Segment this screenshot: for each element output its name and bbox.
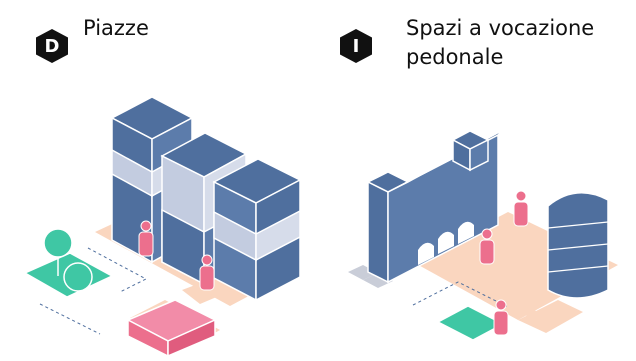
hexagon-badge-icon: D <box>36 29 68 63</box>
rounded-building <box>547 192 609 299</box>
gray-tile <box>363 273 393 288</box>
title-line: Piazze <box>83 16 149 40</box>
title-line: pedonale <box>406 45 504 69</box>
piazze-illustration <box>23 96 302 358</box>
tree-icon <box>63 262 93 292</box>
panel-title: Piazze <box>83 14 149 43</box>
tree-icon <box>43 228 73 258</box>
person-figure-icon <box>199 254 215 291</box>
gray-tile <box>348 265 378 280</box>
panel-title: Spazi a vocazione pedonale <box>406 14 594 72</box>
dashed-line <box>87 247 148 293</box>
person-figure-icon <box>493 299 509 336</box>
badge-letter: I <box>352 35 360 57</box>
person-figure-icon <box>479 228 495 265</box>
person-figure-icon <box>138 220 154 257</box>
hexagon-badge-icon: I <box>340 29 372 63</box>
dashed-line <box>39 303 101 335</box>
spazi-illustration <box>348 129 618 341</box>
person-figure-icon <box>513 190 529 227</box>
panel-piazze: D Piazze <box>23 14 302 358</box>
panel-spazi-pedonali: I Spazi a vocazione pedonale <box>318 0 636 361</box>
plaza-green <box>436 305 505 341</box>
dashed-line <box>412 281 509 308</box>
title-line: Spazi a vocazione <box>406 16 595 40</box>
badge-letter: D <box>44 35 60 57</box>
